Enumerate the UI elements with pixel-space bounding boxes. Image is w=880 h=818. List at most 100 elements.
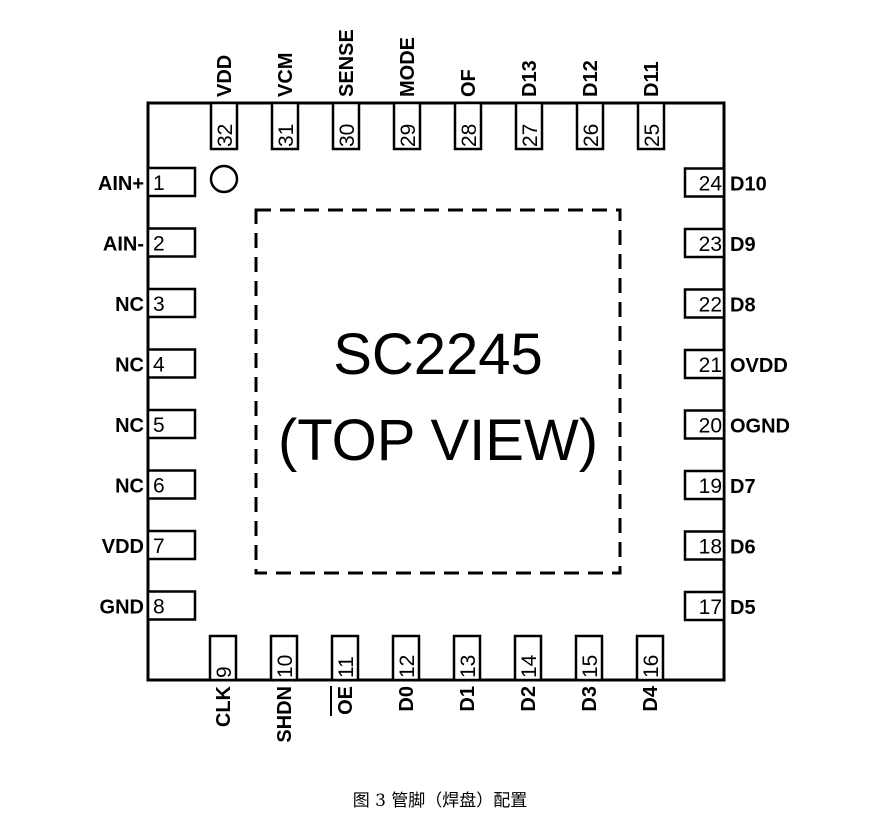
pin-number: 17 [699,596,722,619]
pin-number: 2 [153,233,165,256]
pin-label: OVDD [730,355,788,377]
pin-pad [146,287,197,319]
pin-label: OGND [730,416,790,438]
pin-pad [270,101,300,151]
pin-label: D3 [579,686,601,712]
pin-pad [452,634,482,682]
pin-pad [146,348,197,379]
pin-label: D8 [730,295,756,317]
pin-number: 25 [641,124,664,147]
pin-number: 30 [336,124,359,147]
pin-number: 15 [579,655,602,678]
pin-number: 19 [699,475,722,498]
pin-number: 18 [699,536,722,559]
pin-label: D13 [519,60,541,97]
pin-number: 14 [518,654,541,678]
pin-pad [636,101,666,151]
pin-pad [683,469,726,501]
pin-number: 29 [397,124,420,147]
pin-pad [575,101,605,151]
pin-label: NC [115,476,144,498]
pin-pad [208,634,238,682]
pin-pad [574,634,604,682]
pin-number: 26 [580,124,603,147]
pin-label: D0 [396,686,418,712]
pin-number: 27 [519,124,542,147]
chip-name: SC2245 [333,322,543,387]
pin-pad [391,634,421,682]
pin-label: NC [115,294,144,316]
pin-label: AIN- [103,234,144,256]
pin-label: GND [100,597,144,619]
pin-label: NC [115,415,144,437]
pin-number: 32 [214,124,237,147]
pin-label: D10 [730,174,767,196]
pin-number: 23 [699,233,722,256]
pin-label: D5 [730,597,756,619]
pin-pad [146,529,197,561]
pin-pad [683,530,726,561]
pin-pad [146,469,197,500]
pin-label: NC [115,355,144,377]
pin-label: D12 [580,60,602,97]
pin-pad [453,101,483,151]
pin-pad [514,101,544,151]
pin-number: 22 [699,294,722,317]
pin-label: D2 [518,686,540,712]
pin-number: 11 [335,656,358,678]
package-body [146,101,726,682]
pin-pad [146,590,197,621]
pin-pad [146,227,197,258]
pin-label: AIN+ [98,173,144,195]
pin-label: D7 [730,476,756,498]
pin-number: 9 [213,666,236,678]
pin-pad [146,166,197,198]
pin-label: D11 [641,61,663,97]
exposed-pad-outline [254,208,622,575]
chip-view-label: (TOP VIEW) [278,408,598,473]
pin-pad [683,348,726,380]
pin-label: OE [335,686,357,715]
pin-label: MODE [397,37,419,97]
pin-number: 6 [153,475,165,498]
pin1-indicator-dot [209,164,239,194]
pin-label: D9 [730,234,756,256]
pin-label: SENSE [336,29,358,97]
pin-pad [635,634,665,682]
pin-pad [146,408,197,440]
pin-pad [331,101,361,151]
pin-label: SHDN [274,686,296,743]
pin-number: 7 [153,535,165,558]
pin-pad [683,590,726,622]
pin-number: 3 [153,293,165,316]
pin-pad [269,634,299,682]
pin-number: 31 [275,124,298,147]
pin-pad [330,634,360,682]
pin-pad [209,101,239,151]
pin-label: CLK [213,685,235,727]
pin-label: D6 [730,537,756,559]
pin-number: 5 [153,414,165,437]
pin-number: 13 [457,655,480,678]
pin-number: 1 [153,172,165,195]
pin-pad [683,409,726,440]
pin-number: 24 [699,173,723,196]
pin-label: OF [458,69,480,97]
pin-number: 12 [396,655,419,678]
pin-pad [683,227,726,259]
pin-number: 10 [274,655,297,678]
pin-label: VCM [275,53,297,97]
figure-caption: 图 3 管脚（焊盘）配置 [353,791,528,811]
pin-number: 20 [699,415,722,438]
pin-pad [513,634,543,682]
pin-label: VDD [102,536,144,558]
pin-number: 4 [153,354,165,377]
pin-number: 16 [640,655,663,678]
pin-number: 28 [458,124,481,147]
pin-pad [683,167,726,198]
pin-label: VDD [214,55,236,97]
pin-pad [392,101,422,151]
pin-number: 8 [153,596,165,619]
